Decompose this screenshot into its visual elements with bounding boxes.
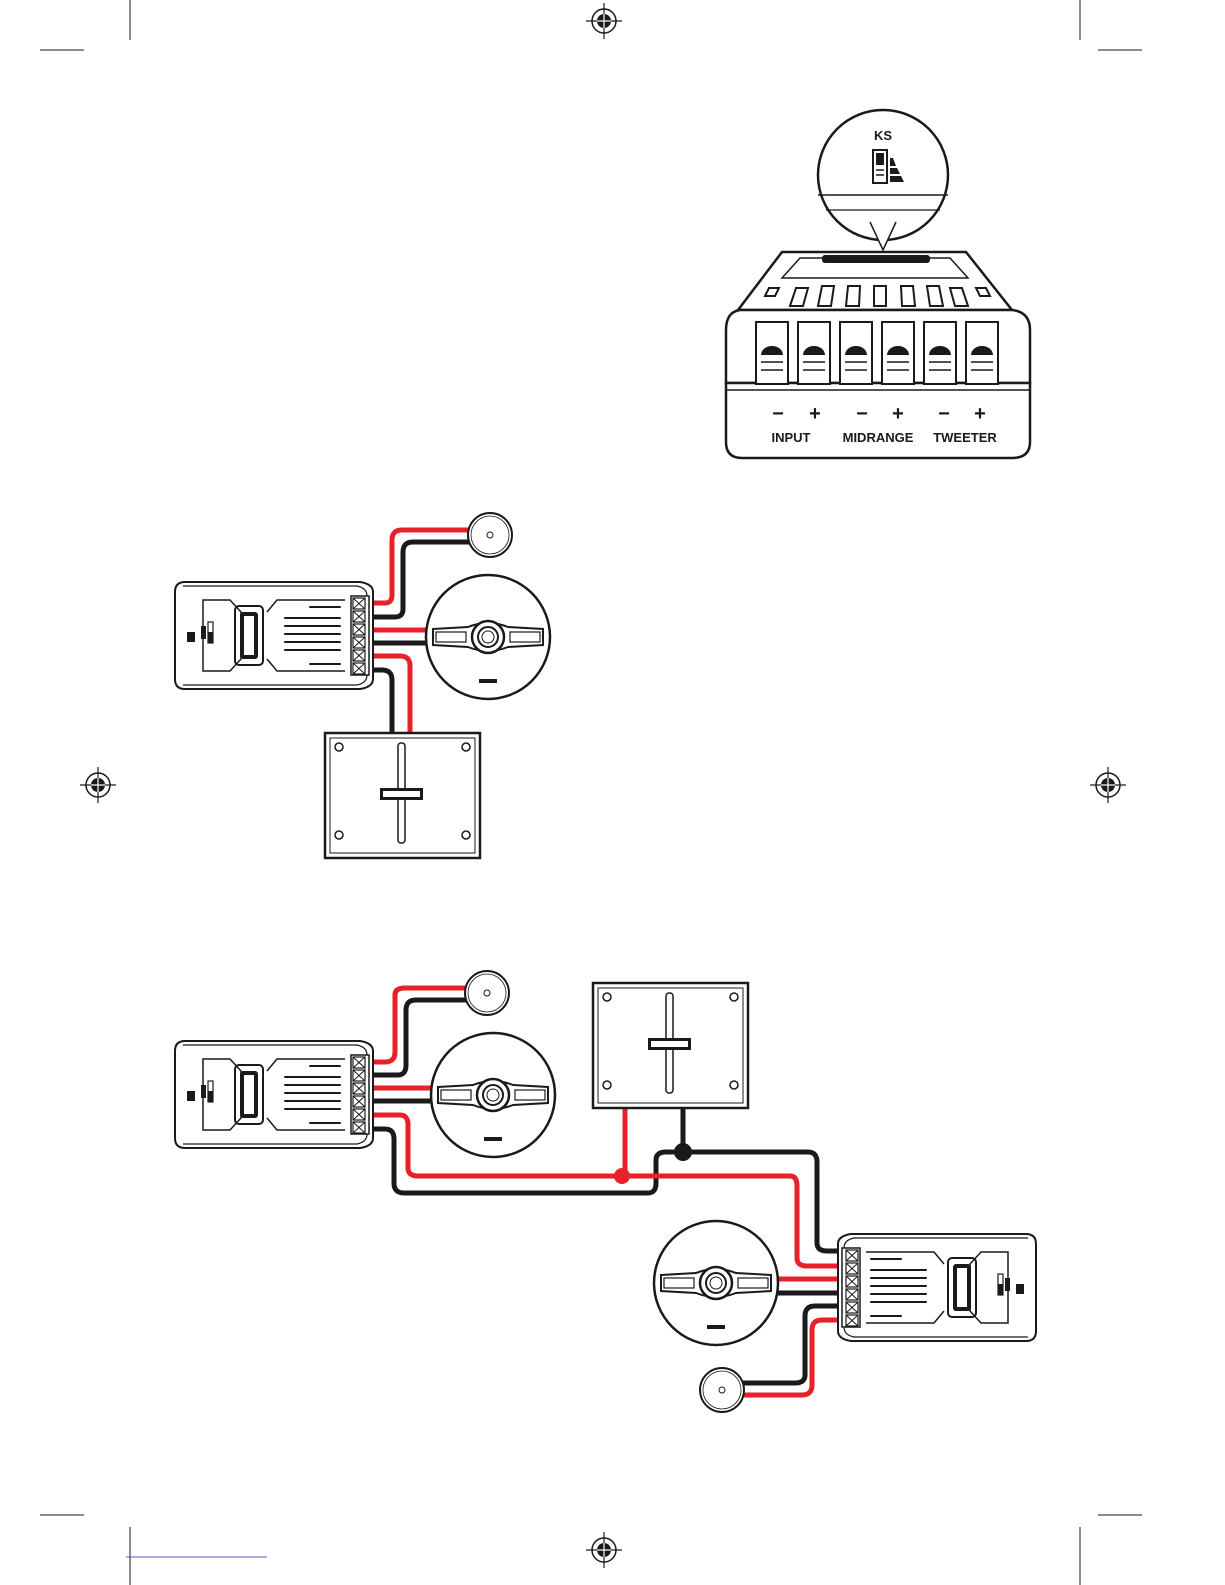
input-plus-sign: + [809,403,821,425]
tweeter [468,513,512,557]
model-label: KS [874,128,892,143]
wiring-diagram-2 [175,971,1036,1412]
terminal-group-labels: INPUT MIDRANGE TWEETER [772,430,998,445]
crossover-unit [175,582,373,689]
input-label: INPUT [772,430,811,445]
tweeter-plus-sign: + [974,403,986,425]
crossover-unit [175,1041,373,1148]
tweeter [700,1368,744,1412]
tweeter [465,971,509,1015]
crossover-unit [838,1234,1036,1341]
midrange-label: MIDRANGE [843,430,914,445]
trim-lines [40,0,1142,1585]
midrange-woofer [654,1221,778,1345]
negative-junction [674,1143,692,1161]
wiring-diagram-1 [175,513,550,858]
midrange-woofer [426,575,550,699]
registration-mark-icon [1090,767,1126,803]
crossover-detail: KS [726,110,1030,458]
registration-mark-icon [586,3,622,39]
midrange-minus-sign: − [856,403,868,425]
amplifier [593,983,748,1108]
registration-mark-icon [586,1532,622,1568]
amplifier [325,733,480,858]
midrange-woofer [431,1033,555,1157]
midrange-plus-sign: + [892,403,904,425]
positive-junction [614,1168,630,1184]
input-minus-sign: − [772,403,784,425]
registration-mark-icon [80,767,116,803]
tweeter-minus-sign: − [938,403,950,425]
tweeter-label: TWEETER [933,430,997,445]
